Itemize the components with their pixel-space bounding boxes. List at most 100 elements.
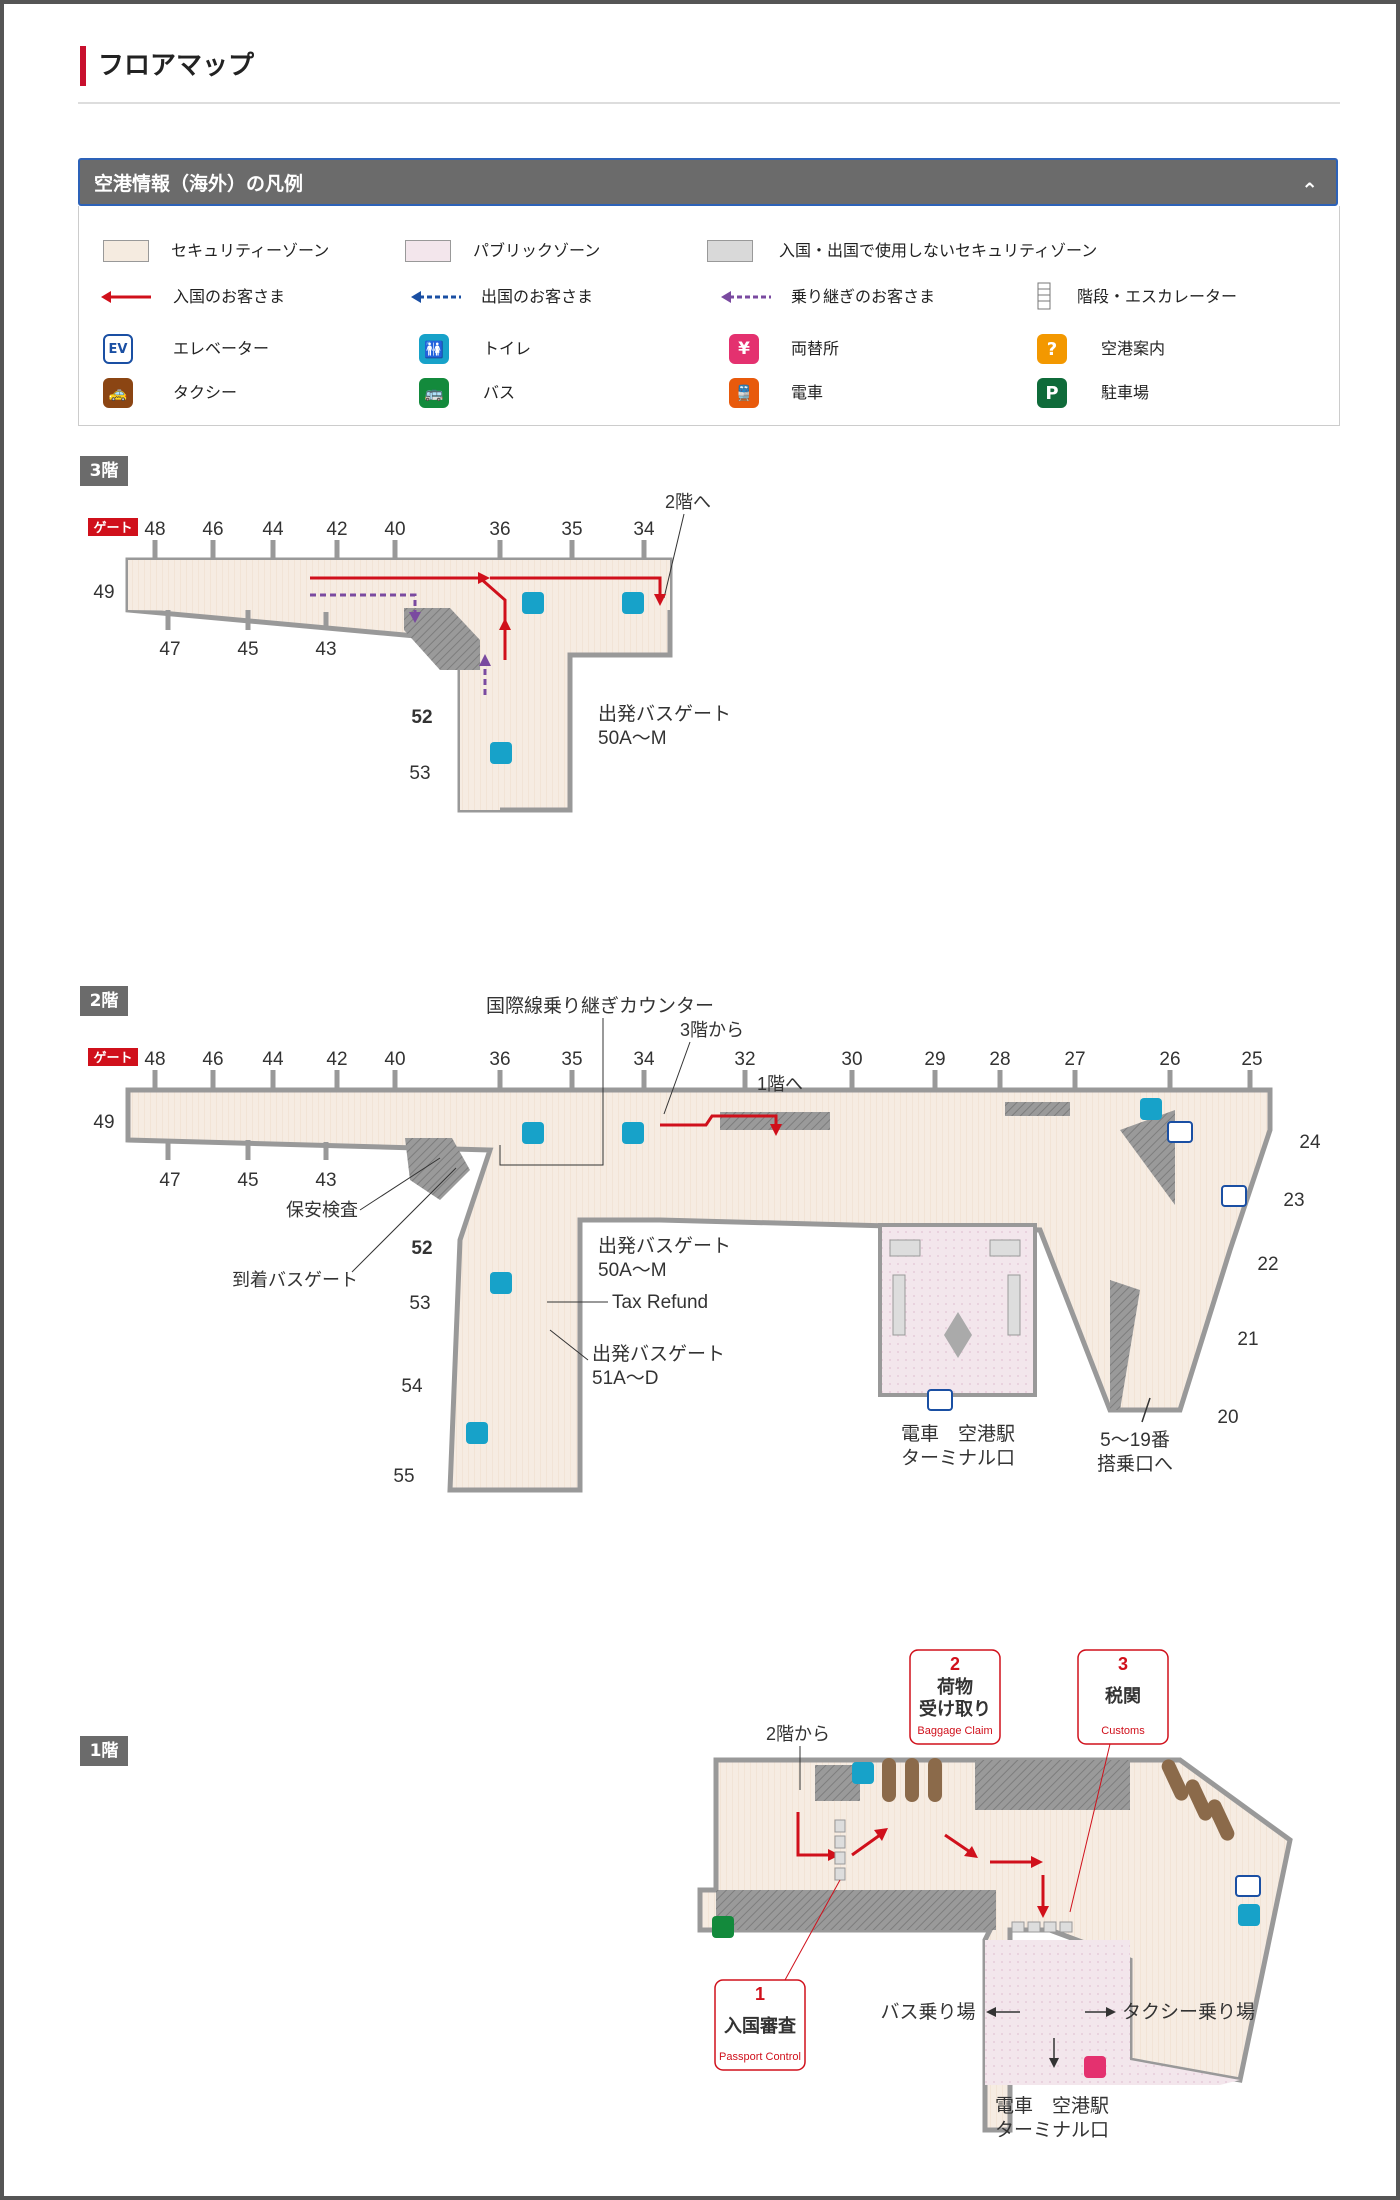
gate-tag-2f: ゲート xyxy=(93,1050,132,1065)
gate-number: 34 xyxy=(633,1049,655,1070)
floor-2-map: ゲート 48 46 44 42 40 36 35 34 32 30 29 28 … xyxy=(88,995,1321,1493)
train-station-label: 電車 空港駅 xyxy=(901,1423,1015,1445)
legend-stairs: 階段・エスカレーター xyxy=(1077,287,1238,306)
toilet-icon xyxy=(1238,1904,1260,1926)
gate-number: 53 xyxy=(409,763,430,784)
gate-number: 49 xyxy=(93,582,114,603)
bus-icon xyxy=(712,1916,734,1938)
arrival-bus-gate-label: 到着バスゲート xyxy=(232,1270,358,1290)
legend-toilet: トイレ xyxy=(483,339,532,358)
gate-tag-3f: ゲート xyxy=(93,520,132,535)
transfer-route-icon xyxy=(721,291,771,303)
gate-number: 40 xyxy=(384,1049,405,1070)
yen-exchange-icon: ¥ xyxy=(729,334,759,364)
legend-departure: 出国のお客さま xyxy=(481,287,594,306)
public-zone-swatch xyxy=(405,240,451,262)
gate-number: 23 xyxy=(1283,1190,1304,1211)
legend-public-zone: パブリックゾーン xyxy=(473,241,601,260)
train-station-exit: ターミナル口 xyxy=(901,1447,1015,1469)
step-2-title-line2: 受け取り xyxy=(919,1698,991,1719)
toilet-icon xyxy=(490,742,512,764)
parking-icon: P xyxy=(1037,378,1067,408)
security-check-label: 保安検査 xyxy=(286,1200,358,1220)
floor-2-badge: 2階 xyxy=(80,986,128,1016)
bus-stop-label: バス乗り場 xyxy=(880,2001,975,2023)
train-station-exit: ターミナル口 xyxy=(995,2119,1109,2141)
toilet-icon xyxy=(522,592,544,614)
chevron-up-icon[interactable]: ⌃ xyxy=(1301,178,1318,202)
boarding-gates-direction: 搭乗口へ xyxy=(1097,1453,1173,1475)
floor-1-map: 2 荷物 受け取り Baggage Claim 3 税関 Customs 1 入… xyxy=(697,1649,1293,2141)
boarding-gates-label: 5～19番 xyxy=(1100,1429,1170,1451)
train-station-label: 電車 空港駅 xyxy=(995,2095,1109,2117)
legend-train: 電車 xyxy=(791,383,824,402)
elevator-icon xyxy=(1167,1121,1193,1143)
departure-route-icon xyxy=(411,291,461,303)
info-icon: ? xyxy=(1037,334,1067,364)
legend-title: 空港情報（海外）の凡例 xyxy=(94,173,304,195)
title-accent xyxy=(80,46,86,86)
legend-parking: 駐車場 xyxy=(1101,383,1150,402)
legend-panel: セキュリティーゾーン パブリックゾーン 入国・出国で使用しないセキュリティゾーン… xyxy=(78,206,1340,426)
gate-number: 47 xyxy=(159,1170,180,1191)
gate-number: 55 xyxy=(393,1466,414,1487)
legend-accordion-header[interactable]: 空港情報（海外）の凡例 ⌃ xyxy=(78,158,1338,206)
gate-number: 52 xyxy=(411,1238,432,1259)
gate-number: 46 xyxy=(202,1049,223,1070)
legend-bus: バス xyxy=(483,383,516,402)
gate-number: 42 xyxy=(326,1049,347,1070)
legend-unused-zone: 入国・出国で使用しないセキュリティゾーン xyxy=(779,241,1098,260)
legend-elevator: エレベーター xyxy=(173,339,270,358)
toilet-icon xyxy=(622,1122,644,1144)
toilet-icon xyxy=(466,1422,488,1444)
legend-security-zone: セキュリティーゾーン xyxy=(171,241,330,260)
dep-bus-gate-51-range: 51A～D xyxy=(592,1368,659,1389)
gate-number: 36 xyxy=(489,519,510,540)
step-1-subtitle: Passport Control xyxy=(719,2051,801,2063)
gate-number: 27 xyxy=(1064,1049,1085,1070)
gate-number: 52 xyxy=(411,707,432,728)
step-2-title-line1: 荷物 xyxy=(937,1676,973,1697)
gate-number: 29 xyxy=(924,1049,945,1070)
yen-exchange-icon xyxy=(1084,2056,1106,2078)
taxi-icon: 🚕 xyxy=(103,378,133,408)
toilet-icon xyxy=(622,592,644,614)
stairs-icon xyxy=(1037,282,1051,310)
step-3-subtitle: Customs xyxy=(1101,1725,1145,1737)
gate-number: 54 xyxy=(401,1376,423,1397)
toilet-icon xyxy=(1140,1098,1162,1120)
dep-bus-gate-51-label: 出発バスゲート xyxy=(592,1343,725,1365)
bus-gate-label: 出発バスゲート xyxy=(598,703,731,725)
gate-number: 25 xyxy=(1241,1049,1262,1070)
elevator-icon xyxy=(927,1389,953,1411)
gate-number: 35 xyxy=(561,1049,582,1070)
dep-bus-gate-50-label: 出発バスゲート xyxy=(598,1235,731,1257)
legend-info: 空港案内 xyxy=(1101,339,1166,358)
train-icon: 🚆 xyxy=(729,378,759,408)
dep-bus-gate-50-range: 50A～M xyxy=(598,1260,667,1281)
page-title: フロアマップ xyxy=(98,51,255,81)
unused-zone-swatch xyxy=(707,240,753,262)
toilet-icon xyxy=(490,1272,512,1294)
legend-transfer: 乗り継ぎのお客さま xyxy=(791,287,936,306)
gate-number: 22 xyxy=(1257,1254,1278,1275)
gate-number: 49 xyxy=(93,1112,114,1133)
toilet-icon: 🚻 xyxy=(419,334,449,364)
elevator-icon: EV xyxy=(103,334,133,364)
gate-number: 48 xyxy=(144,519,165,540)
legend-arrival: 入国のお客さま xyxy=(173,287,286,306)
floor-3-badge: 3階 xyxy=(80,456,128,486)
gate-number: 44 xyxy=(262,1049,284,1070)
gate-number: 45 xyxy=(237,639,258,660)
gate-number: 42 xyxy=(326,519,347,540)
gate-number: 48 xyxy=(144,1049,165,1070)
gate-number: 28 xyxy=(989,1049,1010,1070)
step-3-number: 3 xyxy=(1118,1654,1128,1674)
from-2f-label: 2階から xyxy=(766,1724,830,1744)
gate-number: 47 xyxy=(159,639,180,660)
gate-number: 44 xyxy=(262,519,284,540)
gate-number: 21 xyxy=(1237,1329,1258,1350)
step-2-number: 2 xyxy=(950,1654,960,1674)
legend-exchange: 両替所 xyxy=(791,339,840,358)
transfer-counter-label: 国際線乗り継ぎカウンター xyxy=(486,995,714,1017)
